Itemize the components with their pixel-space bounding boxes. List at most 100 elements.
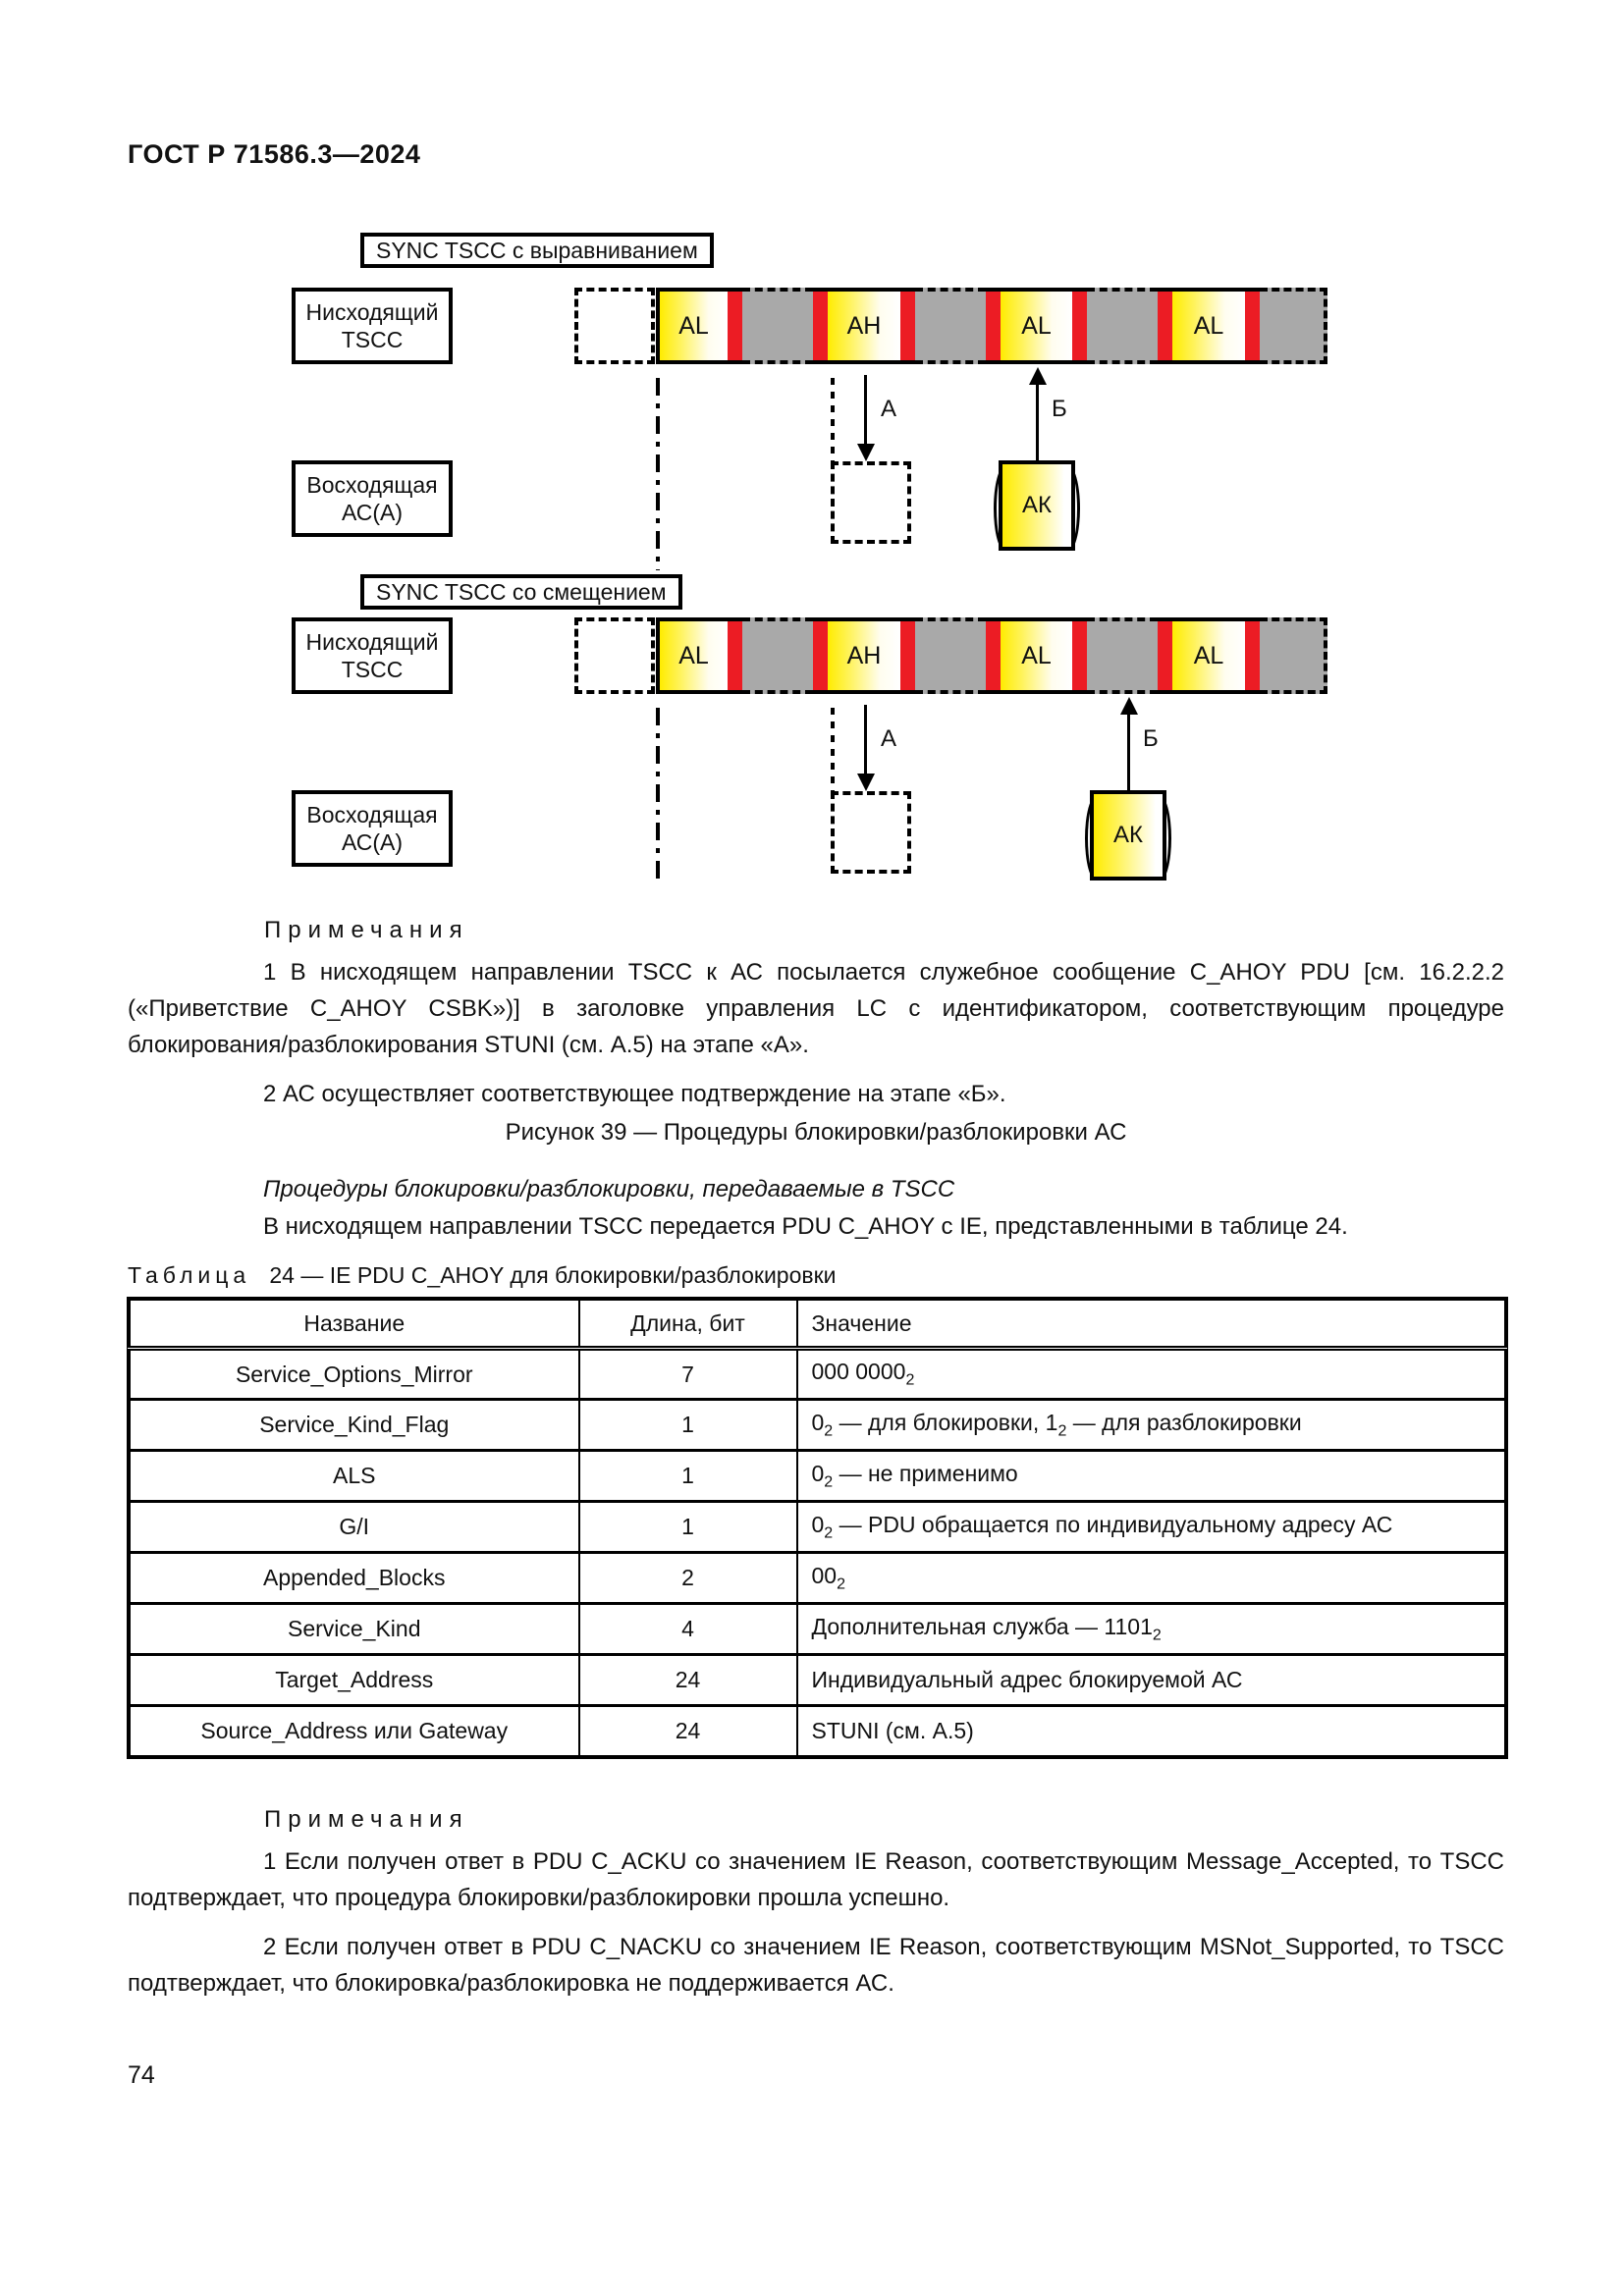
ie-value-cell: 02 — для блокировки, 12 — для разблокиро… xyxy=(795,1398,1507,1452)
binary-subscript: 2 xyxy=(1152,1627,1162,1644)
ie-name-cell: Target_Address xyxy=(128,1653,580,1707)
binary-subscript: 2 xyxy=(824,1422,834,1440)
note-item: 1 В нисходящем направлении TSCC к АС пос… xyxy=(128,959,1504,1058)
idle-cell xyxy=(742,288,813,364)
downlink-tscc-box: Нисходящий TSCC xyxy=(292,288,453,364)
table-caption-word: Таблица xyxy=(128,1262,251,1288)
note-item: 2 АС осуществляет соответствующее подтве… xyxy=(263,1081,1006,1107)
arrow-b-shaft-2 xyxy=(1127,714,1130,790)
ack-burst-box: АК xyxy=(994,460,1080,552)
ie-length-cell: 4 xyxy=(577,1602,798,1656)
ie-value-cell: 02 — не применимо xyxy=(795,1449,1507,1503)
binary-subscript: 2 xyxy=(905,1371,915,1389)
downlink-label-line2: TSCC xyxy=(341,327,404,352)
sync-stripe xyxy=(728,288,742,364)
ack-burst-box-2: АК xyxy=(1085,790,1171,881)
table-header-row: Название Длина, бит Значение xyxy=(128,1298,1507,1351)
empty-slot-box xyxy=(574,288,655,364)
ack-label: АК xyxy=(1022,492,1052,518)
ie-length-cell: 2 xyxy=(577,1551,798,1605)
burst-arc-left-icon xyxy=(994,465,1017,552)
slot-projection-line-2 xyxy=(831,708,835,791)
section-paragraph: В нисходящем направлении TSCC передается… xyxy=(263,1213,1348,1240)
idle-cell xyxy=(915,288,986,364)
section-heading: Процедуры блокировки/разблокировки, пере… xyxy=(263,1176,955,1202)
ie-name-cell: ALS xyxy=(128,1449,580,1503)
uplink-label-line1: Восходящая xyxy=(306,802,438,828)
page-number: 74 xyxy=(128,2061,155,2089)
uplink-ac-box: Восходящая АС(А) xyxy=(292,460,453,537)
ie-value-cell: STUNI (см. А.5) xyxy=(795,1704,1507,1758)
table-caption: Таблица 24 — IE PDU C_AHOY для блокировк… xyxy=(128,1262,1504,1289)
slot-AL: AL xyxy=(1001,288,1072,364)
sync-stripe xyxy=(728,617,742,694)
slot-AL: AL xyxy=(1172,288,1245,364)
arrow-a-down-icon-2 xyxy=(857,774,875,791)
arrow-b-shaft xyxy=(1036,384,1039,460)
burst-arc-left-icon xyxy=(1085,795,1109,881)
step-a-label-2: А xyxy=(881,725,897,752)
idle-cell xyxy=(1087,617,1158,694)
table-notes-list: 1 Если получен ответ в PDU C_ACKU со зна… xyxy=(128,1843,1504,2014)
step-b-label: Б xyxy=(1052,396,1067,422)
sync-stripe xyxy=(1158,288,1172,364)
arrow-a-shaft-2 xyxy=(864,705,867,775)
slot-AH: AH xyxy=(828,617,900,694)
idle-cell xyxy=(1087,288,1158,364)
ie-length-cell: 7 xyxy=(577,1347,798,1401)
ie-length-cell: 1 xyxy=(577,1398,798,1452)
ie-value-cell: Дополнительная служба — 11012 xyxy=(795,1602,1507,1656)
uplink-label-line2: АС(А) xyxy=(341,829,404,855)
frame-boundary-line-2 xyxy=(656,708,660,884)
sync-stripe xyxy=(1158,617,1172,694)
step-a-label: А xyxy=(881,396,897,422)
slot-AL: AL xyxy=(1001,617,1072,694)
table-caption-rest: 24 — IE PDU C_AHOY для блокировки/разбло… xyxy=(269,1262,837,1288)
slot-AL: AL xyxy=(656,617,728,694)
ie-length-cell: 1 xyxy=(577,1500,798,1554)
sync-stripe xyxy=(1245,288,1260,364)
column-header-length: Длина, бит xyxy=(577,1298,798,1351)
note-item: 1 Если получен ответ в PDU C_ACKU со зна… xyxy=(128,1848,1504,1911)
ie-pdu-table: Название Длина, бит Значение Service_Opt… xyxy=(127,1297,1508,1759)
idle-cell xyxy=(1260,288,1327,364)
ie-name-cell: Source_Address или Gateway xyxy=(128,1704,580,1758)
idle-cell xyxy=(1260,617,1327,694)
ie-value-cell: 002 xyxy=(795,1551,1507,1605)
document-code: ГОСТ Р 71586.3—2024 xyxy=(128,139,421,169)
sync-stripe xyxy=(1072,617,1087,694)
downlink-tscc-box-2: Нисходящий TSCC xyxy=(292,617,453,694)
step-b-label-2: Б xyxy=(1143,725,1159,752)
ie-length-cell: 24 xyxy=(577,1704,798,1758)
arrow-b-up-icon xyxy=(1029,367,1047,385)
ie-length-cell: 1 xyxy=(577,1449,798,1503)
diagram-aligned-title: SYNC TSCC с выравниванием xyxy=(360,233,714,268)
frame-boundary-line xyxy=(656,378,660,570)
binary-subscript: 2 xyxy=(824,1473,834,1491)
sync-stripe xyxy=(1245,617,1260,694)
sync-stripe xyxy=(1072,288,1087,364)
uplink-empty-slot-box-2 xyxy=(831,791,911,874)
sync-stripe xyxy=(900,617,915,694)
arrow-a-shaft xyxy=(864,375,867,446)
figure-notes-list: 1 В нисходящем направлении TSCC к АС пос… xyxy=(128,954,1504,1125)
downlink-label-line1: Нисходящий xyxy=(305,629,439,655)
ie-value-cell: 000 00002 xyxy=(795,1347,1507,1401)
ie-name-cell: Service_Kind xyxy=(128,1602,580,1656)
ie-value-cell: Индивидуальный адрес блокируемой АС xyxy=(795,1653,1507,1707)
sync-stripe xyxy=(986,617,1001,694)
binary-subscript: 2 xyxy=(1057,1422,1067,1440)
figure-39: SYNC TSCC с выравниванием Нисходящий TSC… xyxy=(292,233,1335,888)
sync-stripe xyxy=(900,288,915,364)
figure-notes-heading: Примечания xyxy=(264,917,469,943)
column-header-value: Значение xyxy=(795,1298,1507,1351)
uplink-label-line2: АС(А) xyxy=(341,500,404,525)
uplink-label-line1: Восходящая xyxy=(306,472,438,498)
